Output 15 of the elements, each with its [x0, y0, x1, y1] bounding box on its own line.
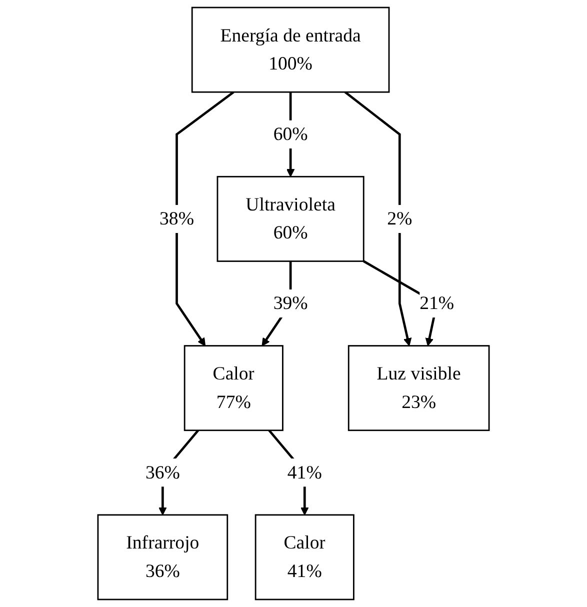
edge-label: 36% — [145, 462, 180, 483]
edge-label: 60% — [273, 124, 308, 145]
edge-label: 41% — [287, 462, 322, 483]
node-box: Calor 41% — [254, 514, 354, 600]
node-box: Ultravioleta 60% — [216, 176, 364, 262]
edge-label: 38% — [160, 208, 194, 230]
edge-label: 21% — [420, 293, 454, 314]
arrow — [344, 91, 412, 346]
node-box: Energía de entrada 100% — [191, 6, 390, 93]
node-box: Infrarrojo 36% — [97, 514, 228, 600]
edge-label: 39% — [273, 293, 308, 314]
arrow — [176, 91, 234, 346]
node-box: Calor 77% — [184, 345, 284, 432]
edge-label: 2% — [387, 208, 412, 230]
node-box: Luz visible 23% — [348, 345, 490, 432]
